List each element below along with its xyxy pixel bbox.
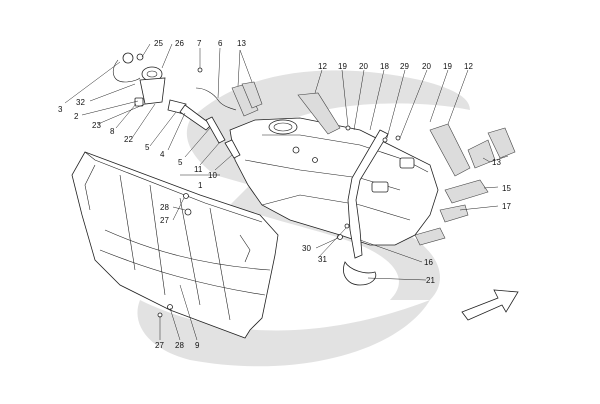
callout-20-left: 20: [359, 62, 368, 71]
callout-5-left: 5: [145, 143, 150, 152]
underbody-shield: [71, 151, 279, 339]
callout-5-right: 5: [178, 158, 183, 167]
fuel-tank: [229, 117, 439, 246]
callout-labels: 25 26 7 6 13 12 19 20 18 29 20 19 12 3 3…: [58, 39, 511, 350]
callout-30: 30: [302, 244, 311, 253]
callout-32: 32: [76, 98, 85, 107]
filler-assembly: [112, 52, 241, 159]
callout-29: 29: [400, 62, 409, 71]
leader-lines: [64, 43, 509, 341]
callout-13-upper: 13: [237, 39, 246, 48]
callout-13-right: 13: [492, 158, 501, 167]
callout-2: 2: [74, 112, 79, 121]
callout-27-lower: 27: [155, 341, 164, 350]
callout-19-right: 19: [443, 62, 452, 71]
callout-28-lower: 28: [175, 341, 184, 350]
callout-31: 31: [318, 255, 327, 264]
callout-8: 8: [110, 127, 115, 136]
watermark-lower-swoosh: [137, 300, 430, 367]
callout-18: 18: [380, 62, 389, 71]
callout-26: 26: [175, 39, 184, 48]
callout-22: 22: [124, 135, 133, 144]
callout-1: 1: [198, 181, 203, 190]
callout-12-left: 12: [318, 62, 327, 71]
callout-6: 6: [218, 39, 223, 48]
callout-19-left: 19: [338, 62, 347, 71]
callout-7: 7: [197, 39, 202, 48]
callout-17: 17: [502, 202, 511, 211]
callout-3: 3: [58, 105, 63, 114]
callout-15: 15: [502, 184, 511, 193]
tank-strap: [343, 129, 389, 286]
callout-11: 11: [194, 165, 203, 174]
callout-12-right: 12: [464, 62, 473, 71]
callout-10: 10: [208, 171, 217, 180]
callout-28-upper: 28: [160, 203, 169, 212]
callout-25: 25: [154, 39, 163, 48]
fasteners: [157, 67, 401, 318]
callout-27-upper: 27: [160, 216, 169, 225]
callout-20-right: 20: [422, 62, 431, 71]
callout-21: 21: [426, 276, 435, 285]
callout-4: 4: [160, 150, 165, 159]
heat-pads: [231, 81, 516, 246]
direction-arrow: [461, 289, 519, 321]
callout-23: 23: [92, 121, 101, 130]
callout-16: 16: [424, 258, 433, 267]
callout-9: 9: [195, 341, 200, 350]
